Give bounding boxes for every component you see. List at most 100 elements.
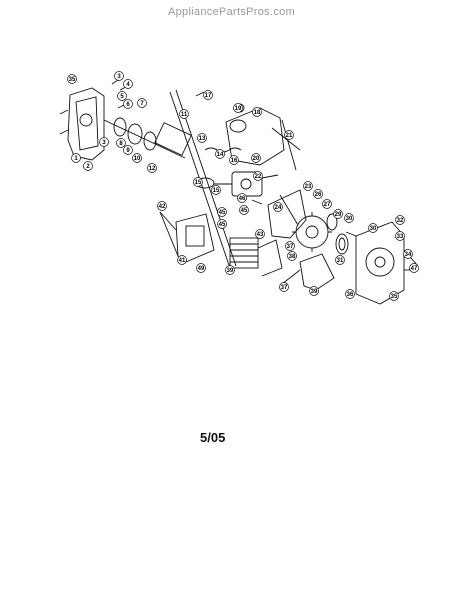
- callout-bubble: 16: [229, 155, 239, 165]
- callout-bubble: 26: [313, 189, 323, 199]
- callout-number: 15: [195, 180, 202, 186]
- callout-bubble: 23: [303, 181, 313, 191]
- callout-bubble: 34: [403, 249, 413, 259]
- callout-number: 16: [231, 158, 238, 164]
- callout-number: 27: [324, 202, 331, 208]
- callout-number: 31: [337, 258, 344, 264]
- callout-bubble: 11: [179, 109, 189, 119]
- starter-housing-part: [345, 221, 419, 305]
- callout-bubble: 39: [309, 286, 319, 296]
- watermark-text: AppliancePartsPros.com: [167, 6, 296, 18]
- callout-bubble: 5: [117, 91, 127, 101]
- callout-number: 37: [281, 285, 288, 291]
- callout-bubble: 36: [345, 289, 355, 299]
- callout-number: 12: [149, 166, 156, 172]
- callout-number: 36: [347, 292, 354, 298]
- callout-number: 3: [117, 74, 121, 80]
- callout-number: 38: [289, 254, 296, 260]
- callout-bubble: 2: [83, 161, 93, 171]
- callout-number: 33: [397, 234, 404, 240]
- carburetor-part: [214, 171, 279, 197]
- callout-number: 4: [126, 82, 130, 88]
- callout-bubble: 41: [177, 255, 187, 265]
- callout-number: 39: [227, 268, 234, 274]
- callout-number: 7: [140, 101, 144, 107]
- seal-ring-part: [326, 213, 349, 255]
- callout-bubble: 12: [147, 163, 157, 173]
- callout-number: 9: [126, 148, 130, 154]
- callout-bubble: 3: [99, 137, 109, 147]
- callout-number: 22: [255, 174, 262, 180]
- ignition-module-part: [267, 189, 307, 239]
- callout-bubble: 47: [409, 263, 419, 273]
- air-filter-part: [159, 211, 215, 263]
- callout-number: 45: [219, 210, 226, 216]
- callout-bubble: 45: [217, 207, 227, 217]
- crankcase-left-part: [59, 87, 105, 161]
- callout-number: 49: [198, 266, 205, 272]
- callout-number: 37: [287, 244, 294, 250]
- callout-number: 17: [205, 93, 212, 99]
- callout-number: 8: [119, 141, 123, 147]
- callout-number: 30: [370, 226, 377, 232]
- callout-number: 47: [411, 266, 418, 272]
- callout-number: 21: [286, 133, 293, 139]
- callout-bubble: 30: [344, 213, 354, 223]
- callout-bubble: 29: [333, 209, 343, 219]
- callout-bubble: 8: [116, 138, 126, 148]
- callout-bubble: 49: [196, 263, 206, 273]
- callout-number: 35: [391, 294, 398, 300]
- callout-bubble: 20: [251, 153, 261, 163]
- callout-bubble: 38: [287, 251, 297, 261]
- callout-number: 39: [311, 289, 318, 295]
- callout-bubble: 27: [322, 199, 332, 209]
- callout-bubble: 37: [285, 241, 295, 251]
- callout-bubble: 39: [225, 265, 235, 275]
- cylinder-part: [229, 237, 283, 277]
- callout-bubble: 9: [123, 145, 133, 155]
- callout-bubble: 45: [239, 205, 249, 215]
- callout-number: 2: [86, 164, 90, 170]
- callout-number: 18: [254, 110, 261, 116]
- callout-number: 13: [199, 136, 206, 142]
- callout-number: 5: [120, 94, 124, 100]
- callout-number: 41: [179, 258, 186, 264]
- callout-number: 1: [74, 156, 78, 162]
- callout-number: 42: [159, 204, 166, 210]
- callout-number: 15: [213, 188, 220, 194]
- muffler-part: [281, 253, 335, 291]
- callout-bubble: 45: [217, 219, 227, 229]
- callout-bubble: 22: [253, 171, 263, 181]
- callout-bubble: 10: [132, 153, 142, 163]
- crankshaft-part: [103, 117, 192, 159]
- callout-bubble: 13: [197, 133, 207, 143]
- callout-bubble: 24: [273, 202, 283, 212]
- callout-number: 26: [315, 192, 322, 198]
- callout-bubble: 7: [137, 98, 147, 108]
- callout-number: 10: [134, 156, 141, 162]
- callout-bubble: 18: [252, 107, 262, 117]
- callout-number: 20: [253, 156, 260, 162]
- callout-number: 32: [397, 218, 404, 224]
- callout-number: 46: [239, 196, 246, 202]
- date-code: 5/05: [200, 430, 226, 445]
- callout-bubble: 30: [368, 223, 378, 233]
- callout-bubble: 17: [203, 90, 213, 100]
- callout-number: 43: [257, 232, 264, 238]
- callout-bubble: 35: [389, 291, 399, 301]
- flywheel-part: [292, 212, 332, 252]
- callout-bubble: 15: [211, 185, 221, 195]
- callout-bubble: 32: [395, 215, 405, 225]
- callout-bubble: 43: [255, 229, 265, 239]
- callout-number: 45: [241, 208, 248, 214]
- callout-bubble: 42: [157, 201, 167, 211]
- callout-number: 30: [346, 216, 353, 222]
- callout-bubble: 21: [284, 130, 294, 140]
- callout-number: 3: [102, 140, 106, 146]
- callout-number: 29: [335, 212, 342, 218]
- callout-bubble: 6: [123, 99, 133, 109]
- callout-bubble: 37: [279, 282, 289, 292]
- callout-number: 23: [305, 184, 312, 190]
- callout-number: 24: [275, 205, 282, 211]
